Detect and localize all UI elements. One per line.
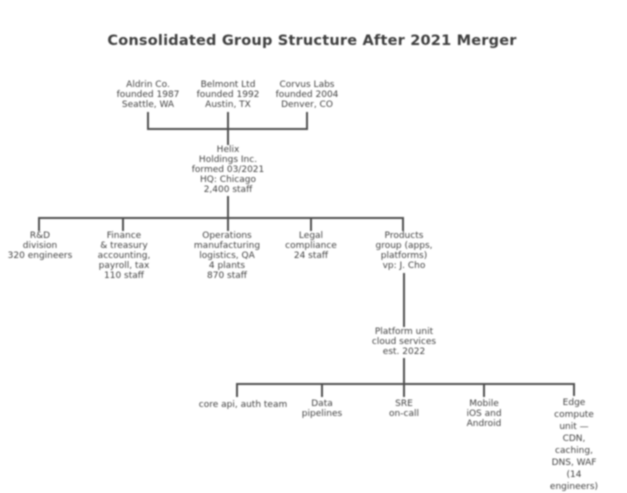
connector-line [573,383,575,396]
diagram-title: Consolidated Group Structure After 2021 … [107,33,517,49]
connector-line [483,383,485,397]
node-team-sre: SRE on-call [389,399,419,419]
node-team-core-api: core api, auth team [198,400,288,410]
node-division-rnd: R&D division 320 engineers [7,231,73,261]
connector-line [227,196,229,218]
connector-line [227,128,229,145]
connector-line [403,383,405,397]
node-division-legal: Legal compliance 24 staff [285,231,337,261]
node-division-products: Products group (apps, platforms) vp: J. … [375,231,433,271]
node-subsidiary: Platform unit cloud services est. 2022 [371,327,437,357]
connector-line [236,383,238,397]
connector-line [321,383,323,397]
connector-line [38,217,40,231]
node-holding: Helix Holdings Inc. formed 03/2021 HQ: C… [191,145,265,195]
node-source-c: Corvus Labs founded 2004 Denver, CO [275,80,339,110]
node-team-mobile: Mobile iOS and Android [466,399,502,429]
connector-line [403,273,405,327]
connector-line [38,217,404,219]
connector-line [403,358,405,384]
connector-line [227,112,229,129]
connector-line [402,217,404,231]
node-division-operations: Operations manufacturing logistics, QA 4… [193,231,261,281]
node-division-finance: Finance & treasury accounting, payroll, … [97,231,151,281]
node-team-edge: Edge compute unit — CDN, caching, DNS, W… [549,398,599,492]
connector-line [122,217,124,231]
node-source-a: Aldrin Co. founded 1987 Seattle, WA [116,80,180,110]
node-team-data: Data pipelines [301,399,343,419]
connector-line [310,217,312,231]
node-source-b: Belmont Ltd founded 1992 Austin, TX [196,80,260,110]
connector-line [306,112,308,129]
connector-line [236,383,575,385]
connector-line [227,217,229,231]
connector-line [147,112,149,129]
